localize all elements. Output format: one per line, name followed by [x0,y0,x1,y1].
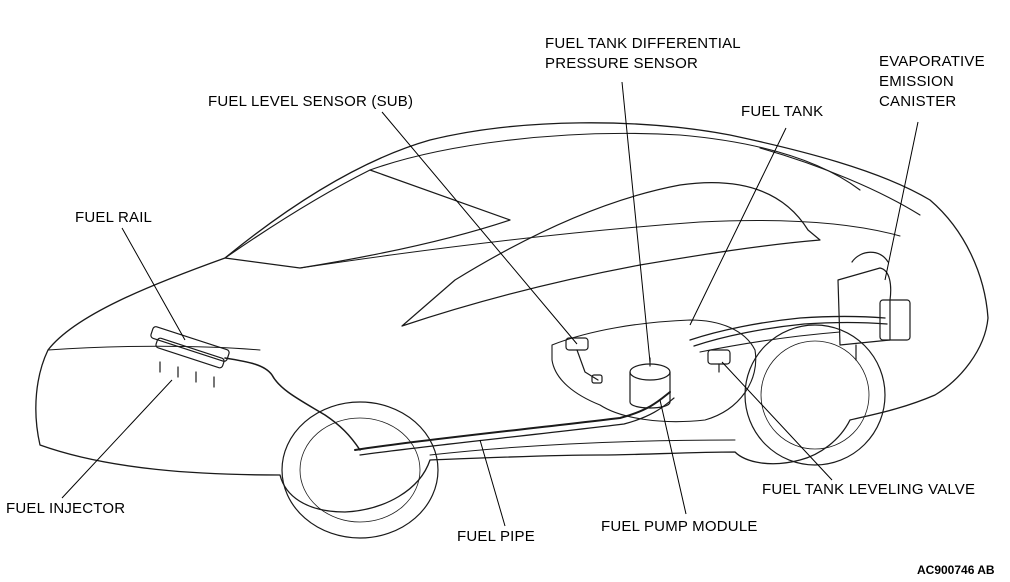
figure-id: AC900746 AB [917,563,995,577]
label-fuel-tank-leveling-valve: FUEL TANK LEVELING VALVE [762,481,976,498]
vapor-line-2 [693,321,888,347]
label-evaporative-emission-canister: EVAPORATIVE EMISSION CANISTER [879,53,985,110]
leader-canister [884,121,919,281]
leader-fuel-rail [121,227,186,341]
car-body-outline [35,122,989,513]
evaporative-emission-canister-shape [837,251,911,361]
fuel-pipe-main [354,391,671,451]
leader-fuel-pump-module [659,399,687,515]
leader-fuel-injector [61,379,173,499]
rear-deck-line [759,147,921,216]
front-wheel [281,401,439,539]
label-fuel-tank-differential-pressure-sensor: FUEL TANK DIFFERENTIAL PRESSURE SENSOR [545,35,741,72]
leader-leveling-valve [721,361,833,481]
leader-differential-pressure-sensor [621,81,651,363]
rear-wheel [744,324,886,466]
label-fuel-pipe: FUEL PIPE [457,528,535,545]
label-fuel-injector: FUEL INJECTOR [6,500,126,517]
leader-fuel-pipe [479,439,506,527]
vapor-line-3 [699,331,841,353]
vapor-line-1 [689,315,886,341]
leader-lines [61,81,919,527]
fuel-pipe-main-2 [359,397,675,456]
beltline [299,220,901,269]
rear-wheel-inner [760,340,870,450]
fuel-line-front [224,357,361,451]
fuel-tank-leveling-valve-shape [707,349,731,373]
leader-fuel-level-sensor [381,111,578,345]
windshield-outline [224,169,511,269]
roofline [369,132,861,191]
fuel-tank-body [551,319,757,423]
fuel-rail-assembly [150,326,230,388]
front-wheel-inner [299,417,421,523]
label-fuel-rail: FUEL RAIL [75,209,153,226]
side-window-outline [401,182,821,327]
label-fuel-tank: FUEL TANK [741,103,824,120]
fuel-pump-module-shape [629,357,671,409]
label-fuel-pump-module: FUEL PUMP MODULE [601,518,758,535]
label-fuel-level-sensor-sub: FUEL LEVEL SENSOR (SUB) [208,93,414,110]
leader-fuel-tank [689,127,787,326]
rocker-line [429,439,736,456]
fuel-level-sensor-sub-shape [565,337,603,384]
hood-line [47,345,261,351]
